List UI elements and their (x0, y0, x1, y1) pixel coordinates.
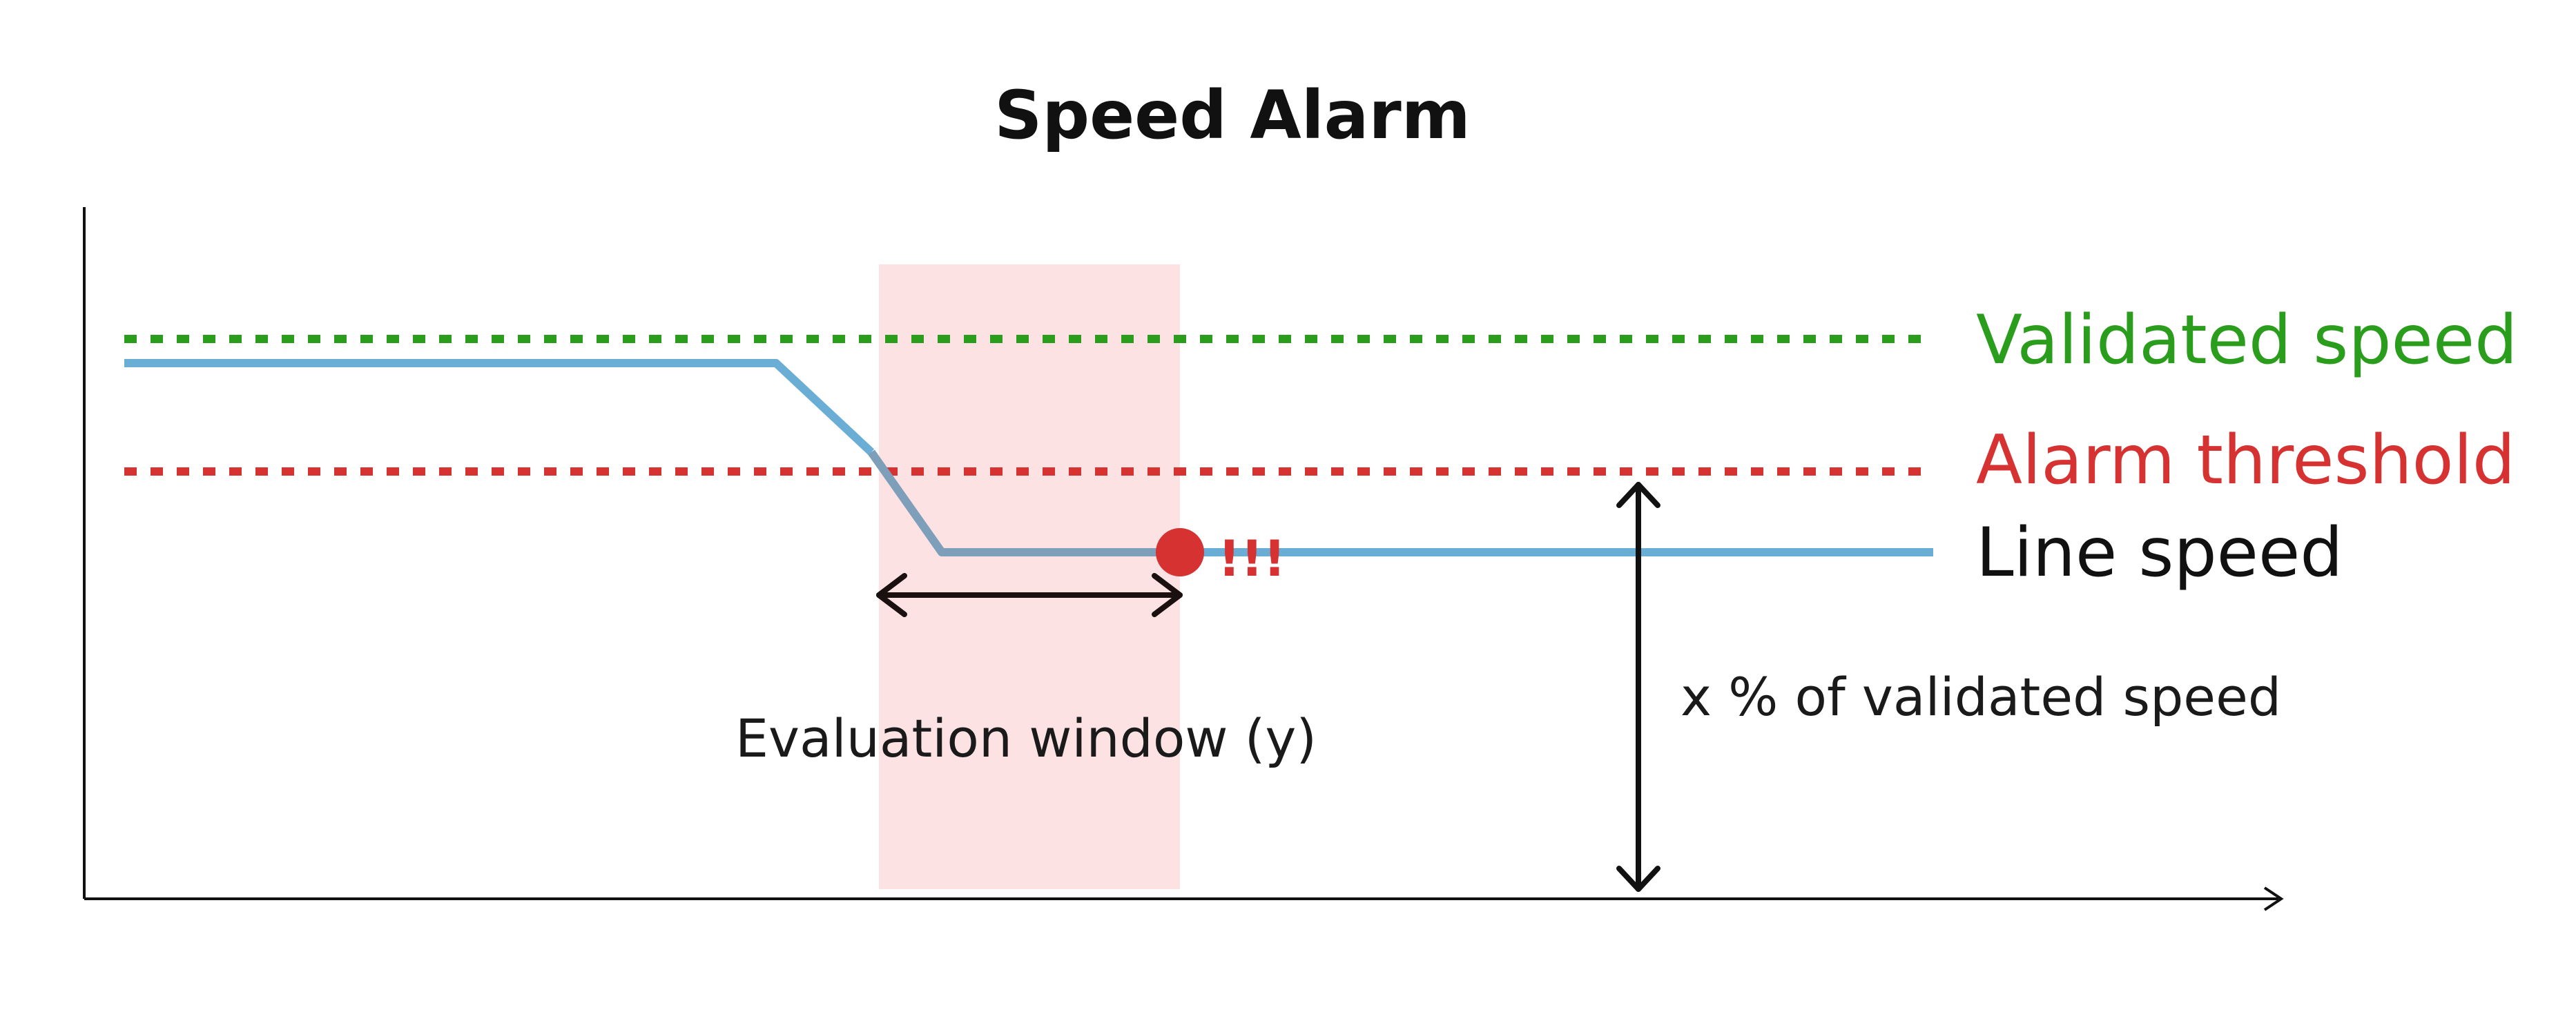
evaluation-window-arrow (876, 573, 1183, 617)
evaluation-window-label: Evaluation window (y) (735, 708, 1317, 769)
legend-validated-speed: Validated speed (1976, 301, 2517, 380)
diagram-title: Speed Alarm (994, 77, 1471, 154)
line-speed-line-window-segment (868, 449, 1180, 556)
legend-line-speed: Line speed (1976, 514, 2343, 592)
line-speed-line (124, 359, 875, 456)
legend-alarm-threshold: Alarm threshold (1976, 421, 2515, 500)
evaluation-window-region (879, 264, 1180, 889)
threshold-percent-label: x % of validated speed (1681, 666, 2281, 728)
threshold-percent-arrow (1616, 482, 1660, 892)
alarm-trigger-dot (1156, 528, 1204, 576)
alarm-trigger-label: !!! (1218, 529, 1286, 587)
x-axis-arrowhead (2263, 886, 2284, 911)
